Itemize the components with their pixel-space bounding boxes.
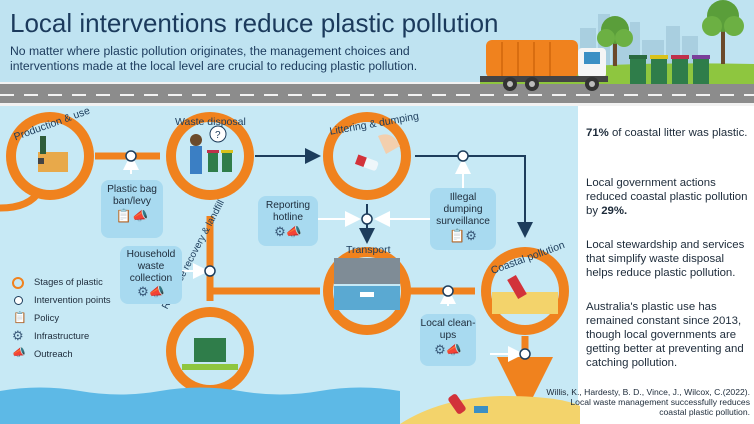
- clipboard-icon: 📋: [115, 208, 132, 223]
- gear-icon: ⚙: [434, 342, 446, 357]
- megaphone-icon: 📣: [148, 284, 165, 299]
- bubble-reporting-hotline: Reporting hotline ⚙📣: [258, 196, 318, 246]
- fact-coastal-litter: 71% of coastal litter was plastic.: [586, 126, 748, 140]
- stage-circle-production: [6, 112, 94, 200]
- garbage-truck-icon: [480, 40, 608, 91]
- stage-label-waste: Waste disposal: [175, 116, 246, 128]
- gear-icon: ⚙: [137, 284, 149, 299]
- fact-text: Local government actions reduced coastal…: [586, 177, 748, 217]
- page-subtitle: No matter where plastic pollution origin…: [10, 44, 418, 73]
- svg-text:?: ?: [215, 130, 221, 141]
- stage-circle-transport: [323, 247, 411, 335]
- fact-text: of coastal litter was plastic.: [608, 127, 748, 139]
- bubble-label: Household waste collection: [126, 249, 176, 284]
- clipboard-icon: 📋: [449, 228, 466, 243]
- street-scene: [480, 0, 754, 91]
- water: [0, 387, 400, 424]
- road: [0, 84, 754, 106]
- stage-label-transport: Transport: [346, 244, 391, 256]
- stage-circle-coastal: [481, 247, 569, 335]
- bubble-illegal-dumping: Illegal dumping surveillance 📋⚙: [430, 188, 496, 250]
- bubble-label: Local clean-ups: [420, 318, 476, 341]
- megaphone-icon: 📣: [285, 224, 302, 239]
- bottle-on-beach-icon: [448, 394, 488, 414]
- beach: [400, 396, 580, 424]
- citation-title: Local waste management successfully redu…: [570, 397, 750, 417]
- road-markings: [0, 94, 754, 96]
- fact-stewardship: Local stewardship and services that simp…: [586, 239, 745, 279]
- legend-label: Outreach: [34, 348, 73, 359]
- orange-ring-icon: [12, 277, 24, 289]
- stage-circle-littering: [323, 112, 411, 200]
- clipboard-icon: 📋: [13, 312, 27, 324]
- fact-government-actions: Local government actions reduced coastal…: [586, 176, 748, 218]
- bubble-plastic-bag-ban: Plastic bag ban/levy 📋📣: [101, 180, 163, 238]
- flow-diagram: ?: [0, 112, 580, 424]
- megaphone-icon: 📣: [12, 347, 26, 359]
- megaphone-icon: 📣: [132, 208, 149, 223]
- stage-circle-waste: ?: [166, 112, 254, 200]
- intervention-point-icon: [14, 296, 23, 305]
- gear-icon: ⚙: [465, 228, 477, 243]
- legend-label: Stages of plastic: [34, 276, 103, 287]
- road-edge-top: [0, 82, 754, 85]
- tree-icon: [597, 16, 633, 66]
- intervention-points: [125, 150, 531, 360]
- fact-highlight: 29%.: [601, 205, 628, 217]
- stage-circle-resource: [166, 307, 254, 395]
- fact-plastic-use: Australia's plastic use has remained con…: [586, 301, 744, 369]
- gear-icon: ⚙: [274, 224, 286, 239]
- gear-icon: ⚙: [12, 328, 24, 343]
- citation-authors: Willis, K., Hardesty, B. D., Vince, J., …: [546, 387, 750, 397]
- legend-label: Policy: [34, 312, 60, 323]
- bubble-label: Reporting hotline: [265, 200, 311, 223]
- page-title: Local interventions reduce plastic pollu…: [10, 8, 499, 38]
- wheelie-bins-icon: [629, 55, 710, 84]
- bubble-label: Plastic bag ban/levy: [107, 184, 157, 207]
- legend-label: Intervention points: [34, 294, 111, 305]
- bubble-local-cleanups: Local clean-ups ⚙📣: [420, 314, 476, 366]
- bubble-label: Illegal dumping surveillance: [436, 192, 490, 227]
- fact-highlight: 71%: [586, 127, 609, 139]
- legend-label: Infrastructure: [34, 330, 90, 341]
- road-edge-bottom: [0, 103, 754, 106]
- citation: Willis, K., Hardesty, B. D., Vince, J., …: [545, 387, 750, 417]
- bubble-household-collection: Household waste collection ⚙📣: [120, 246, 182, 304]
- megaphone-icon: 📣: [445, 342, 462, 357]
- facts-panel: [578, 106, 754, 424]
